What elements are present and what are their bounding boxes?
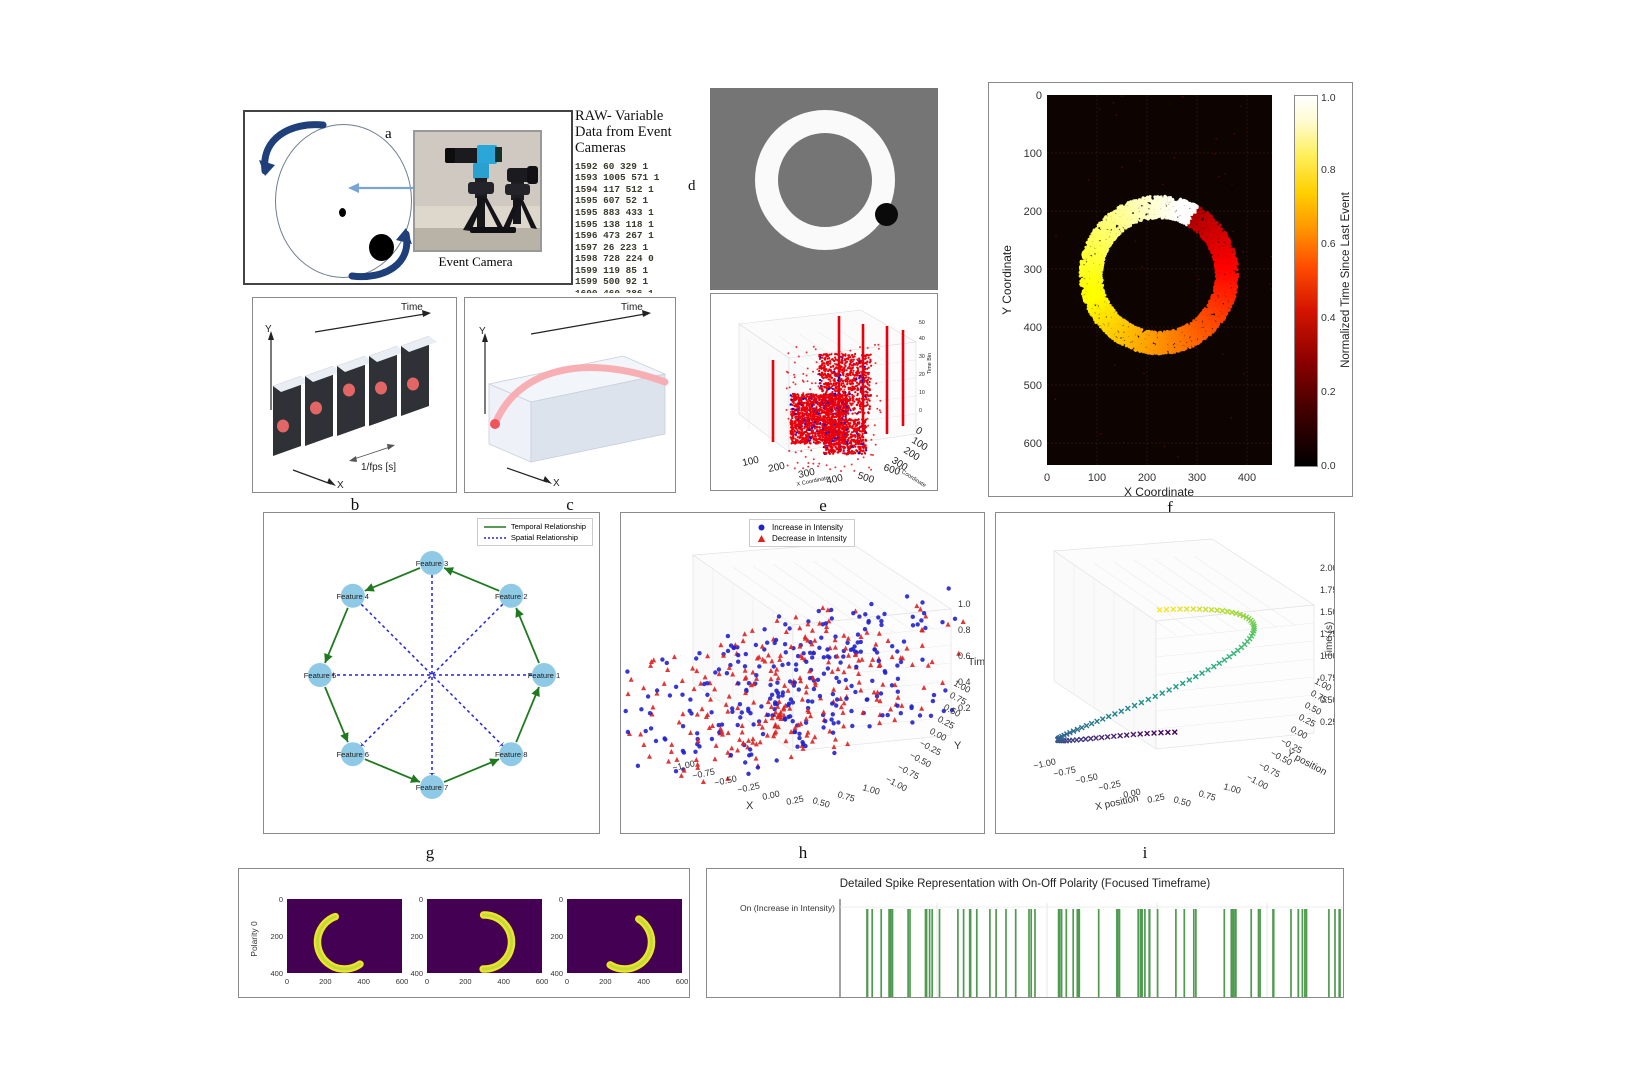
event-camera-caption: Event Camera (438, 254, 513, 269)
raw-data-title-line-1: RAW- Variable (575, 108, 664, 124)
rotation-arrow-top-icon (259, 121, 327, 176)
legend-label-temporal: Temporal Relationship (510, 522, 586, 531)
graph-legend: Temporal Relationship Spatial Relationsh… (476, 518, 593, 546)
svg-text:500: 500 (856, 470, 876, 486)
panel-h-plot: −1.00 −0.75 −0.50 −0.25 0.00 0.25 0.50 0… (623, 542, 984, 812)
svg-text:100: 100 (741, 455, 760, 469)
rotation-arrow-bottom-icon (348, 228, 412, 281)
svg-text:20: 20 (919, 372, 925, 378)
legend-item-decrease: Decrease in Intensity (757, 534, 847, 543)
legend-label-increase: Increase in Intensity (772, 523, 844, 532)
svg-text:Time: Time (621, 302, 643, 313)
heatmap-canvas (1047, 95, 1272, 465)
svg-text:30: 30 (919, 354, 925, 360)
disk-marker-dot (369, 234, 394, 261)
black-marker-dot (875, 203, 898, 226)
svg-text:40: 40 (919, 336, 925, 342)
legend-item-increase: Increase in Intensity (757, 523, 847, 532)
svg-text:Time Bin: Time Bin (927, 353, 933, 374)
svg-text:10: 10 (919, 390, 925, 396)
svg-text:0: 0 (913, 425, 924, 438)
panel-a-schematic: a (243, 110, 573, 285)
panel-i-plot: −1.00 −0.75 −0.50 −0.25 0.00 0.25 0.50 0… (1032, 538, 1334, 813)
svg-text:X: X (553, 478, 560, 489)
svg-text:Y: Y (479, 326, 486, 337)
heatmap-colorbar (1294, 95, 1318, 467)
legend-label-decrease: Decrease in Intensity (772, 534, 847, 543)
panel-c-diagram: Y X Time (479, 302, 669, 489)
svg-text:600: 600 (882, 462, 902, 478)
panel-b-frame-based: Y X Time (252, 297, 457, 493)
panel-f-letter: f (1167, 498, 1173, 517)
panel-b-diagram: Y X Time (265, 302, 437, 491)
panel-g-letter: g (425, 843, 435, 862)
svg-text:400: 400 (825, 473, 844, 487)
panel-e-3d-event-cloud: 100 200 300 400 500 600 X Coordinate 300… (710, 293, 938, 491)
legend-label-spatial: Spatial Relationship (510, 533, 578, 542)
raster-row-label-svg: On (Increase in Intensity) (740, 903, 835, 913)
panel-i-3d-trajectory: −1.00 −0.75 −0.50 −0.25 0.00 0.25 0.50 0… (995, 512, 1335, 834)
panel-d-letter: d (688, 178, 696, 194)
panel-a-inner-letter: a (385, 126, 392, 142)
blue-circle-marker-icon (758, 524, 765, 531)
panel-i-letter: i (1142, 843, 1148, 862)
svg-text:0: 0 (919, 408, 922, 414)
legend-item-spatial: Spatial Relationship (483, 533, 586, 542)
panel-h-3d-polarity-scatter: Increase in Intensity Decrease in Intens… (620, 512, 985, 834)
raw-event-data-block: RAW- Variable Data from Event Cameras 15… (575, 108, 680, 293)
raw-data-rows: 1592 60 329 1 1593 1005 571 1 1594 117 5… (575, 160, 660, 293)
svg-text:X: X (337, 480, 344, 491)
scatter-legend: Increase in Intensity Decrease in Intens… (749, 519, 855, 547)
svg-text:200: 200 (767, 461, 786, 475)
panel-d-grayscale-frame (710, 88, 938, 290)
panel-b-letter: b (350, 495, 360, 514)
panel-c-letter: c (566, 495, 574, 514)
event-camera-photo (413, 130, 542, 252)
panel-e-plot: 100 200 300 400 500 600 X Coordinate 300… (738, 309, 933, 489)
rotating-disk-outline (275, 124, 412, 278)
raster-title-svg: Detailed Spike Representation with On-Of… (840, 878, 1211, 890)
white-ring-shape (755, 110, 895, 250)
disk-center-dot (339, 208, 346, 217)
svg-text:Y Coordinate: Y Coordinate (896, 467, 927, 489)
dotted-line-icon (483, 536, 506, 539)
panel-k-spike-raster: Detailed Spike Representation with On-Of… (706, 868, 1344, 998)
legend-item-temporal: Temporal Relationship (483, 522, 586, 531)
svg-text:Y: Y (265, 324, 272, 335)
panel-e-letter: e (819, 496, 827, 515)
raw-data-title-line-3: Cameras (575, 140, 626, 157)
svg-text:50: 50 (919, 320, 925, 326)
panel-h-letter: h (798, 843, 808, 862)
spike-raster-plot: Detailed Spike Representation with On-Of… (740, 878, 1343, 997)
svg-text:300: 300 (797, 467, 816, 481)
solid-line-icon (483, 525, 506, 528)
pointer-arrow-icon (348, 183, 413, 193)
raw-data-title-line-2: Data from Event (575, 124, 672, 141)
panel-c-event-based: Y X Time (464, 297, 676, 493)
svg-text:1/fps [s]: 1/fps [s] (361, 462, 396, 473)
red-triangle-marker-icon (757, 535, 766, 542)
svg-text:Time: Time (401, 302, 423, 313)
